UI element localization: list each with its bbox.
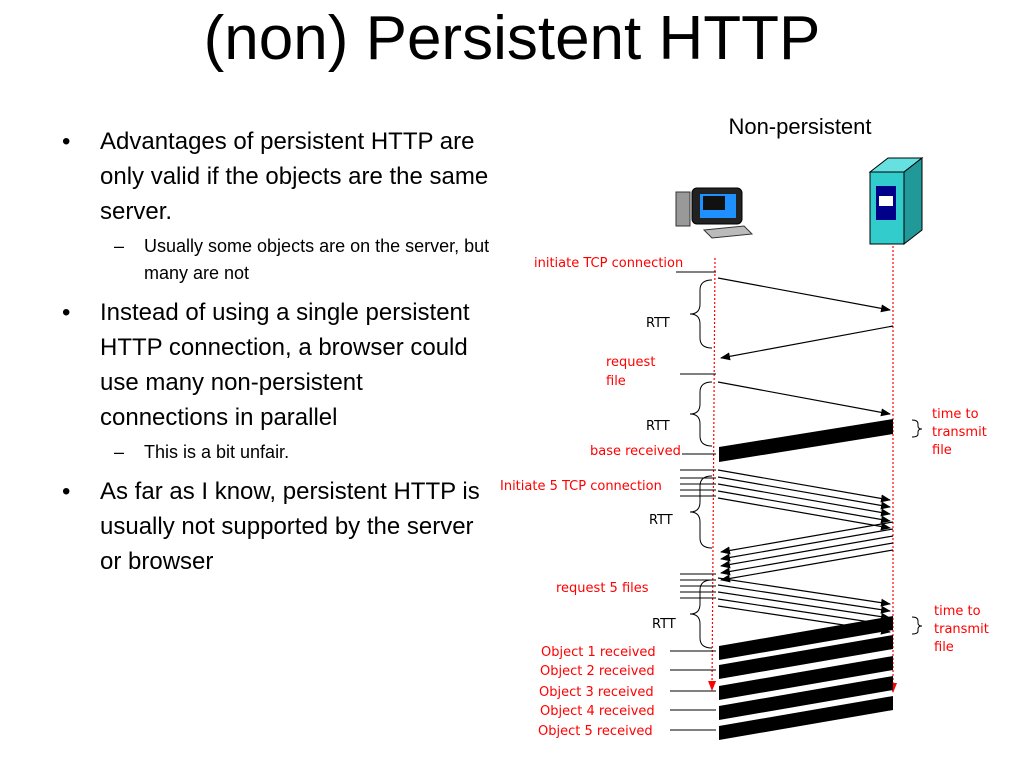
bullet-marker: • xyxy=(62,128,71,155)
object-received-label: Object 3 received xyxy=(539,685,654,700)
object-transfer xyxy=(719,676,893,720)
bullet-marker: • xyxy=(62,478,71,505)
bullet-text: Advantages of persistent HTTP are only v… xyxy=(100,128,489,225)
parallel-ack-arrow xyxy=(720,535,894,569)
object-received-label: Object 4 received xyxy=(540,704,655,719)
request-file-label: request xyxy=(606,355,655,370)
sub-bullet-text: Usually some objects are on the server, … xyxy=(144,236,490,283)
time-to-transmit-label: transmit xyxy=(932,425,987,440)
dash-marker: – xyxy=(114,236,125,256)
object-transfer xyxy=(719,635,893,679)
bullet-list: • Advantages of persistent HTTP are only … xyxy=(62,124,492,587)
client-computer-icon xyxy=(675,187,754,239)
time-to-transmit-label: transmit xyxy=(934,622,989,637)
parallel-request-arrow xyxy=(717,577,891,607)
slide-title: (non) Persistent HTTP xyxy=(203,4,821,73)
transmit-brace xyxy=(911,616,923,635)
parallel-ack-arrow xyxy=(720,542,894,576)
sub-bullet-text: This is a bit unfair. xyxy=(144,442,290,462)
object-transfer xyxy=(719,616,893,660)
parallel-syn-arrow xyxy=(717,476,891,510)
request-arrow xyxy=(717,381,891,417)
diagram-heading: Non-persistent xyxy=(728,114,871,139)
request-file-label: file xyxy=(606,374,626,389)
object-received-label: Object 1 received xyxy=(541,645,656,660)
server-icon xyxy=(868,156,924,246)
initiate-tcp-label: initiate TCP connection xyxy=(534,256,683,271)
rtt-brace xyxy=(689,579,713,649)
bullet-text: As far as I know, persistent HTTP is usu… xyxy=(100,478,480,575)
rtt-label: RTT xyxy=(646,419,670,434)
rtt-brace xyxy=(689,381,713,447)
bullet-text: Instead of using a single persistent HTT… xyxy=(100,299,470,431)
initiate-5-tcp-label: Initiate 5 TCP connection xyxy=(500,479,662,494)
time-to-transmit-label: time to xyxy=(932,407,979,422)
parallel-ack-arrow xyxy=(720,521,894,555)
time-to-transmit-label: file xyxy=(934,640,954,655)
parallel-request-arrow xyxy=(717,598,891,628)
parallel-ack-arrow xyxy=(720,549,894,583)
bullet-item: • Advantages of persistent HTTP are only … xyxy=(62,124,492,229)
object-received-label: Object 2 received xyxy=(540,664,655,679)
rtt-label: RTT xyxy=(652,617,676,632)
base-file-transfer xyxy=(719,419,893,462)
bullet-item: • As far as I know, persistent HTTP is us… xyxy=(62,474,492,579)
object-transfer xyxy=(719,656,893,700)
time-to-transmit-label: file xyxy=(932,443,952,458)
object-transfer xyxy=(719,696,893,740)
rtt-label: RTT xyxy=(646,316,670,331)
rtt-brace xyxy=(689,475,713,549)
bullet-marker: • xyxy=(62,299,71,326)
time-to-transmit-label: time to xyxy=(934,604,981,619)
object-received-label: Object 5 received xyxy=(538,724,653,739)
syn-ack-arrow xyxy=(720,325,894,361)
syn-arrow xyxy=(717,277,891,313)
bullet-item: • Instead of using a single persistent HT… xyxy=(62,295,492,435)
base-received-label: base received xyxy=(590,444,681,459)
dash-marker: – xyxy=(114,442,125,462)
parallel-syn-arrow xyxy=(717,483,891,517)
parallel-request-arrow xyxy=(717,584,891,614)
parallel-syn-arrow xyxy=(717,490,891,524)
parallel-syn-arrow xyxy=(717,469,891,503)
parallel-syn-arrow xyxy=(717,497,891,531)
request-5-files-label: request 5 files xyxy=(556,581,649,596)
parallel-request-arrow xyxy=(717,591,891,621)
client-timeline xyxy=(708,257,717,691)
rtt-brace xyxy=(689,279,713,349)
transmit-brace xyxy=(911,419,923,438)
rtt-label: RTT xyxy=(649,513,673,528)
sub-bullet-item: –This is a bit unfair. xyxy=(62,439,492,466)
sub-bullet-item: –Usually some objects are on the server,… xyxy=(62,233,492,287)
parallel-ack-arrow xyxy=(720,528,894,562)
